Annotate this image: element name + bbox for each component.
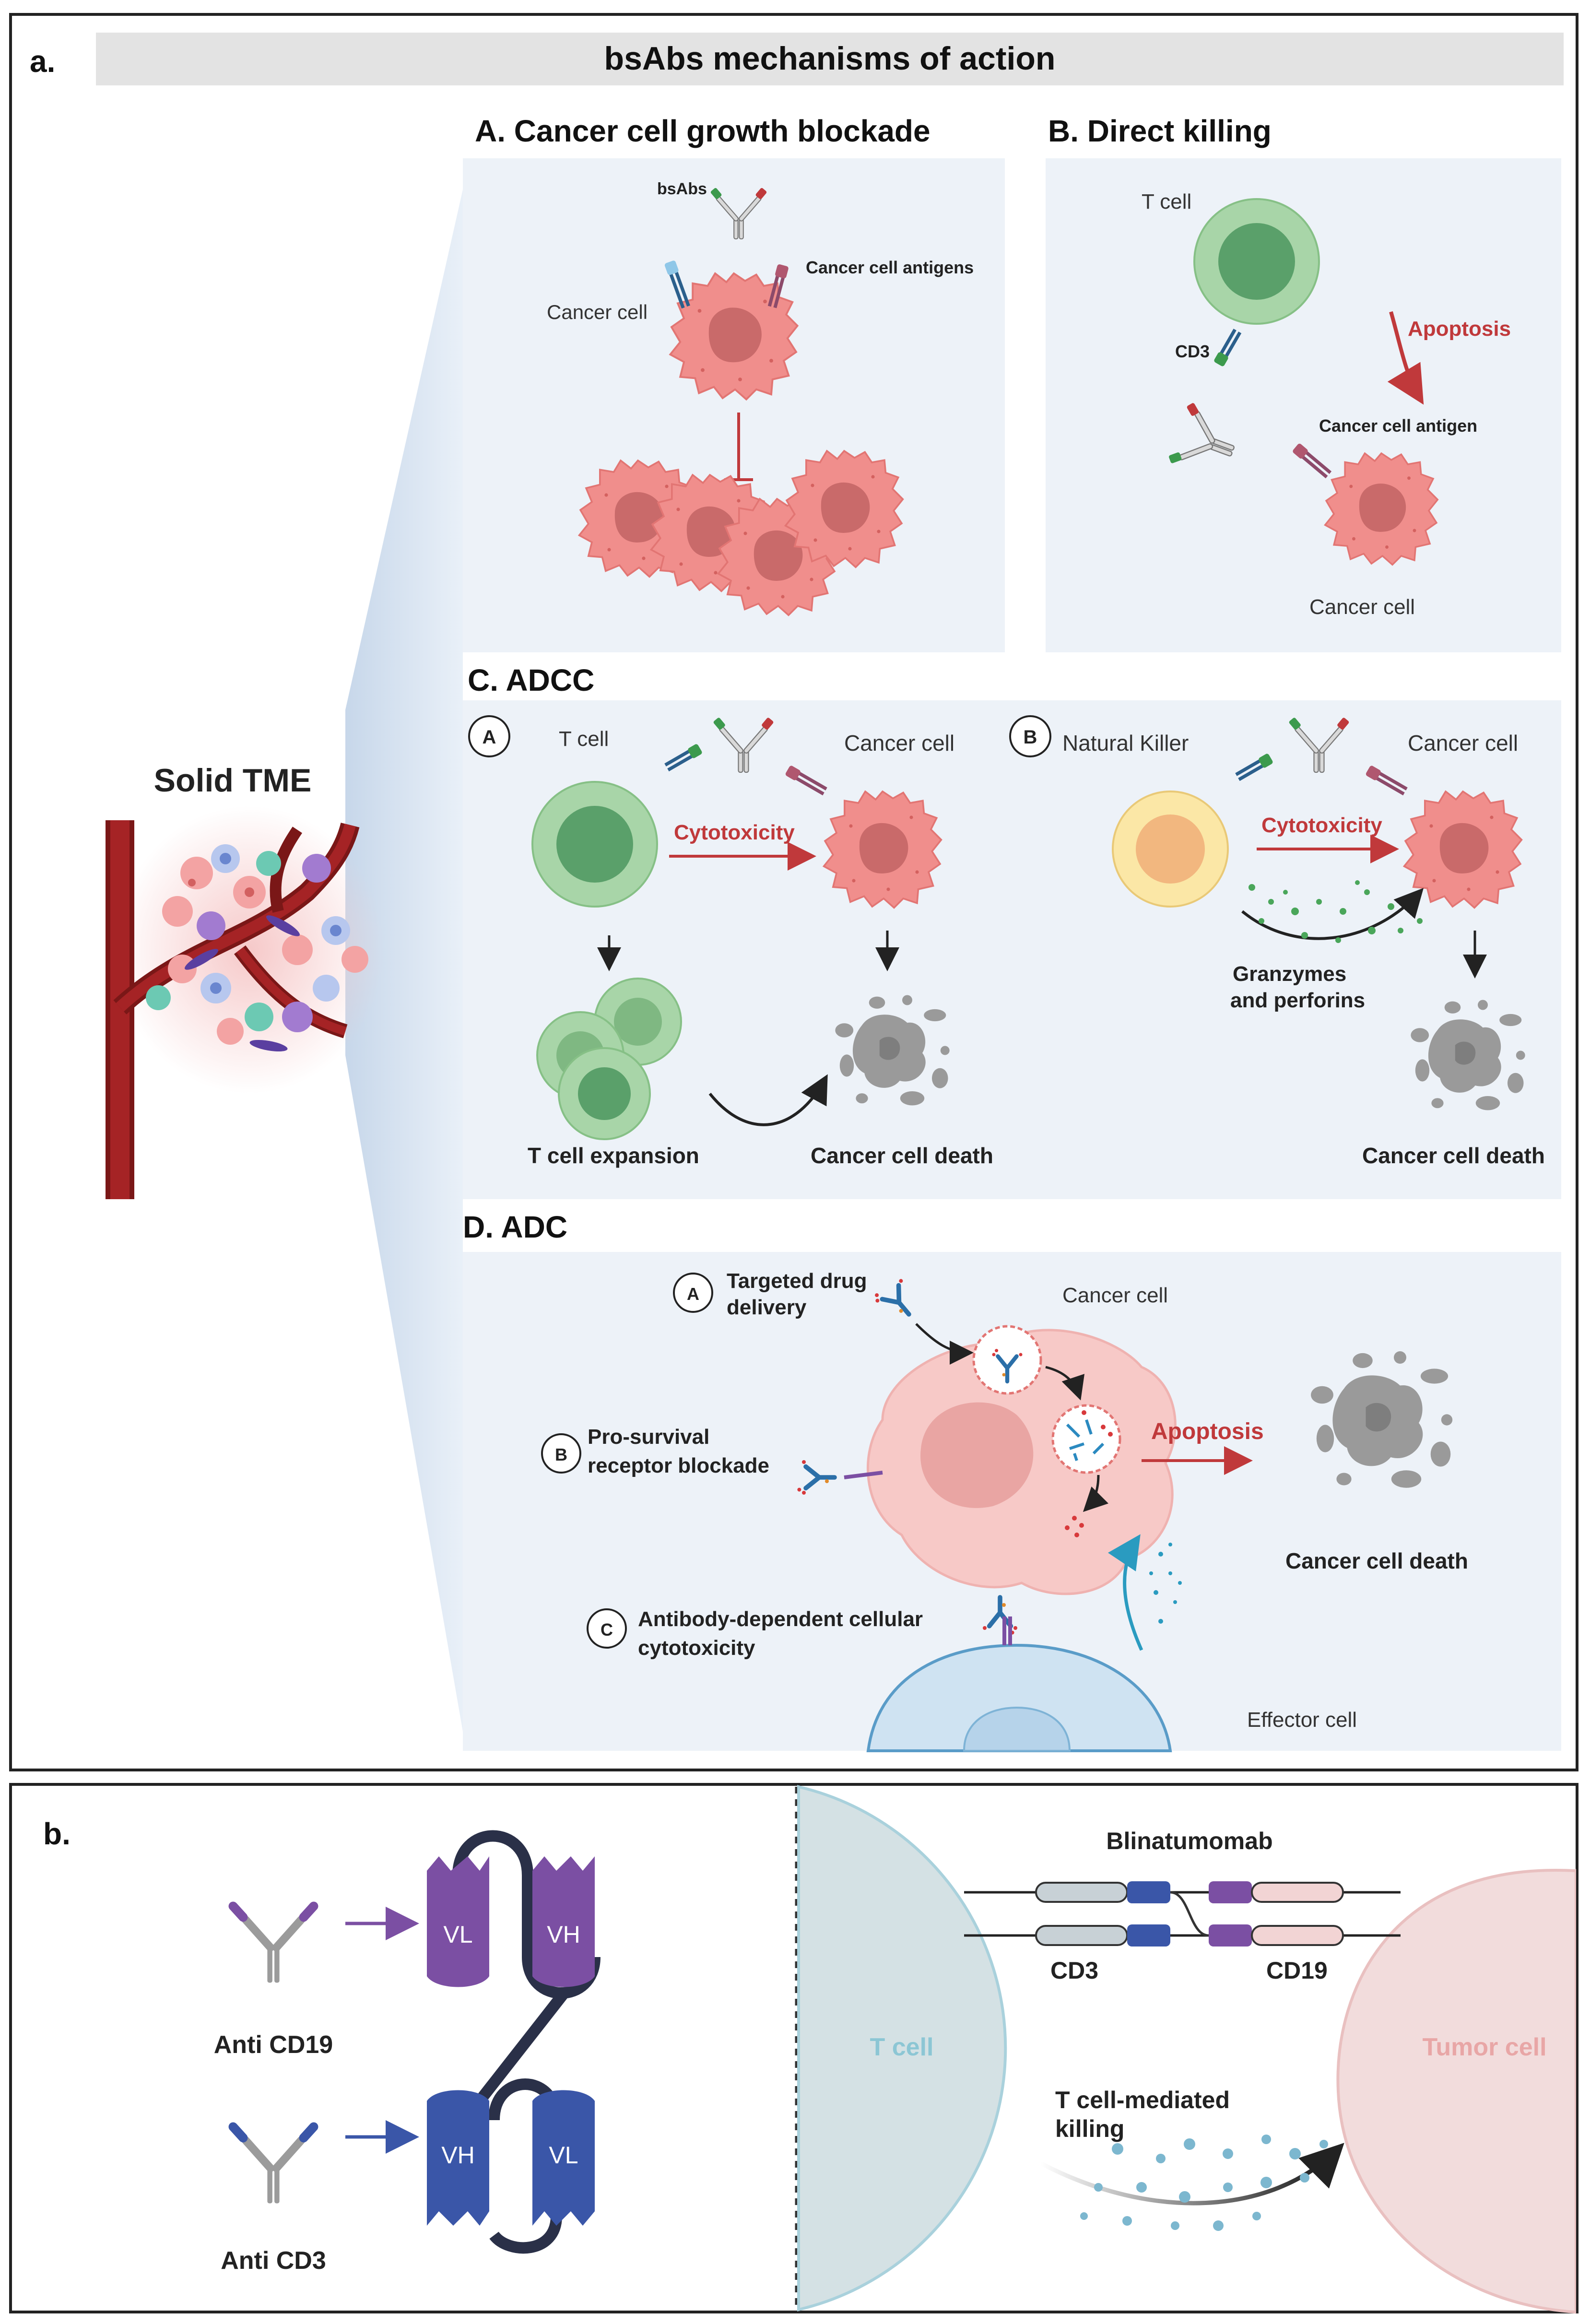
- section-b-cancer-cell-label: Cancer cell: [1309, 595, 1415, 619]
- cd19-vl-domain: [427, 1856, 489, 1987]
- tumor-microenvironment-illustration: [106, 806, 384, 1199]
- section-c-cancer-cell-label-a: Cancer cell: [844, 731, 954, 755]
- section-c-t-cell-label: T cell: [559, 727, 609, 751]
- section-d-cancer-cell-label: Cancer cell: [1062, 1284, 1168, 1307]
- cd3-vh-domain: [427, 2090, 489, 2226]
- cd19-vh-label: VH: [547, 1921, 580, 1948]
- anti-cd3-label: Anti CD3: [221, 2247, 326, 2275]
- granzymes-label-line2: and perforins: [1230, 989, 1365, 1012]
- cd3-vl-domain: [532, 2090, 595, 2226]
- killing-label-line2: killing: [1055, 2115, 1124, 2142]
- section-c-title: C. ADCC: [468, 663, 594, 697]
- section-c-marker-a-text: A: [483, 727, 496, 748]
- adcc-label-line1: Antibody-dependent cellular: [638, 1607, 923, 1631]
- anti-cd3-antibody-icon: [233, 2127, 314, 2204]
- t-cell-icon: [1193, 198, 1320, 325]
- section-d-marker-c: [587, 1608, 627, 1649]
- cancer-cell-death-label-b: Cancer cell death: [1362, 1143, 1545, 1168]
- section-d-marker-b-text: B: [555, 1445, 567, 1464]
- panel-b-t-cell-label: T cell: [870, 2033, 934, 2061]
- payload-arrow: [1083, 1475, 1108, 1512]
- effector-attack-arrow: [1107, 1534, 1143, 1651]
- nk-cell-icon: [1112, 790, 1229, 908]
- cd19-vh-domain: [532, 1856, 595, 1987]
- payload-particles: [1065, 1516, 1084, 1537]
- granzyme-particles: [1248, 880, 1423, 943]
- panel-b-frame: [9, 1783, 1578, 2313]
- receptor-blue-icon: [664, 260, 690, 309]
- t-cell-expansion-label: T cell expansion: [528, 1143, 699, 1168]
- cd3-vh-label: VH: [441, 2142, 474, 2169]
- anti-cd19-antibody-icon: [233, 1906, 314, 1983]
- section-c-marker-a: [468, 715, 510, 757]
- section-c-cytotoxicity-b: Cytotoxicity: [1261, 814, 1382, 837]
- section-b-title: B. Direct killing: [1048, 114, 1272, 148]
- section-c-marker-b: [1009, 715, 1051, 757]
- endosome-arrow: [1045, 1366, 1085, 1401]
- cancer-cell-antigen-label: Cancer cell antigen: [1319, 416, 1477, 436]
- panel-a-label: a.: [30, 44, 55, 79]
- section-d-marker-a-text: A: [687, 1284, 699, 1304]
- panel-b-label: b.: [43, 1817, 71, 1851]
- cd19-vl-label: VL: [443, 1921, 472, 1948]
- section-b-t-cell-label: T cell: [1142, 190, 1191, 213]
- adc-cancer-cell-icon: [866, 1329, 1177, 1595]
- tumor-cell-label: Tumor cell: [1422, 2033, 1546, 2061]
- targeted-label-line1: Targeted drug: [727, 1269, 867, 1293]
- tumor-cell-outline: [1336, 1868, 1575, 2313]
- section-c-marker-b-text: B: [1024, 727, 1037, 748]
- granzymes-arrow: [1241, 888, 1424, 940]
- section-d-marker-a: [673, 1273, 713, 1313]
- prosurvival-receptor: [844, 1471, 883, 1479]
- header-title: bsAbs mechanisms of action: [604, 40, 1056, 77]
- granzymes-label-line1: Granzymes: [1233, 962, 1346, 986]
- section-c-cytotoxicity-a: Cytotoxicity: [674, 821, 795, 844]
- section-d-marker-b: [541, 1433, 581, 1474]
- killing-label-line1: T cell-mediated: [1055, 2087, 1230, 2113]
- section-d-apoptosis-label: Apoptosis: [1151, 1419, 1264, 1444]
- section-d-title: D. ADC: [463, 1210, 567, 1244]
- section-c-box: [463, 700, 1561, 1199]
- effector-cell-label: Effector cell: [1247, 1708, 1357, 1732]
- solid-tme-label: Solid TME: [154, 762, 312, 799]
- cd3-vl-label: VL: [549, 2142, 578, 2169]
- natural-killer-label: Natural Killer: [1062, 731, 1189, 755]
- panel-a-frame: [9, 13, 1578, 1771]
- expansion-to-death-arrow: [708, 1074, 828, 1126]
- fc-receptor-icon: [1002, 1616, 1012, 1645]
- effector-particles: [1149, 1543, 1182, 1624]
- section-c-t-cell-icon: [531, 781, 658, 908]
- section-c-cancer-cell-label-b: Cancer cell: [1408, 731, 1518, 755]
- prosurvival-label-line2: receptor blockade: [588, 1454, 769, 1477]
- cd3-label: CD3: [1175, 342, 1210, 361]
- t-cell-body: [797, 1785, 1007, 2312]
- section-d-cancer-cell-death-label: Cancer cell death: [1285, 1548, 1468, 1573]
- cancer-cell-antigens-label: Cancer cell antigens: [806, 258, 974, 277]
- zoom-fan: [345, 189, 463, 1732]
- adcc-label-line2: cytotoxicity: [638, 1636, 755, 1660]
- header-bar: [96, 33, 1564, 85]
- section-a-title: A. Cancer cell growth blockade: [475, 114, 930, 148]
- lysosome-icon: [1051, 1404, 1121, 1474]
- effector-cell-icon: [866, 1643, 1172, 1752]
- blinatumomab-label: Blinatumomab: [1106, 1828, 1272, 1854]
- cytotoxic-granules: [1080, 2135, 1328, 2231]
- cancer-cell-death-label-a: Cancer cell death: [811, 1143, 993, 1168]
- section-b-apoptosis-label: Apoptosis: [1408, 317, 1511, 341]
- endosome-icon: [972, 1325, 1042, 1395]
- delivery-arrow: [915, 1323, 974, 1365]
- section-d-marker-c-text: C: [601, 1620, 613, 1640]
- blinatumomab-construct: [964, 1881, 1401, 1946]
- blinatumomab-cd3-label: CD3: [1050, 1957, 1098, 1984]
- bsabs-label: bsAbs: [657, 180, 707, 198]
- targeted-label-line2: delivery: [727, 1296, 807, 1319]
- prosurvival-label-line1: Pro-survival: [588, 1425, 709, 1449]
- blinatumomab-cd19-label: CD19: [1266, 1957, 1328, 1984]
- section-a-cancer-cell-label: Cancer cell: [547, 301, 648, 323]
- t-cell-expansion-icon: [536, 978, 682, 1140]
- apoptosis-arrow: [1387, 311, 1424, 405]
- anti-cd19-label: Anti CD19: [214, 2031, 333, 2059]
